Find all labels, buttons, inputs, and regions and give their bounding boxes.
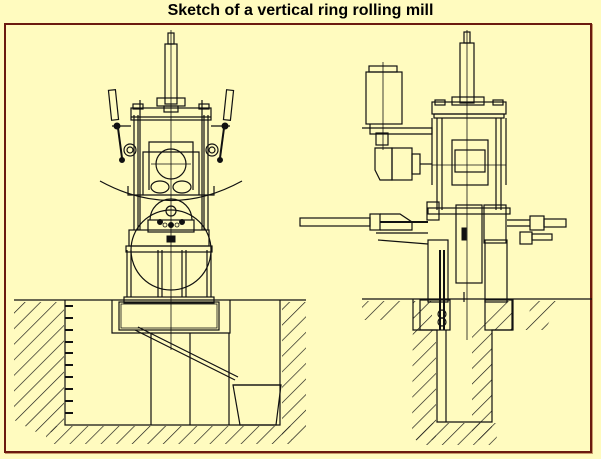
front-top-cylinder: [156, 30, 186, 350]
side-drive-motor: [362, 62, 433, 181]
side-left-arm: [299, 213, 429, 245]
side-upper-housing: [426, 99, 511, 221]
ladder-rungs: [65, 305, 73, 414]
front-side-levers: [107, 89, 235, 163]
front-foundation: [14, 299, 306, 444]
front-view: [14, 30, 306, 444]
front-base: [118, 229, 220, 331]
side-lower-housing: [419, 30, 514, 340]
scrap-bucket: [232, 384, 282, 426]
side-top-cylinder: [451, 31, 485, 106]
side-foundation: [362, 298, 592, 445]
side-right-arm: [483, 204, 567, 245]
diagram-title: Sketch of a vertical ring rolling mill: [167, 2, 434, 19]
side-view: [299, 30, 592, 445]
